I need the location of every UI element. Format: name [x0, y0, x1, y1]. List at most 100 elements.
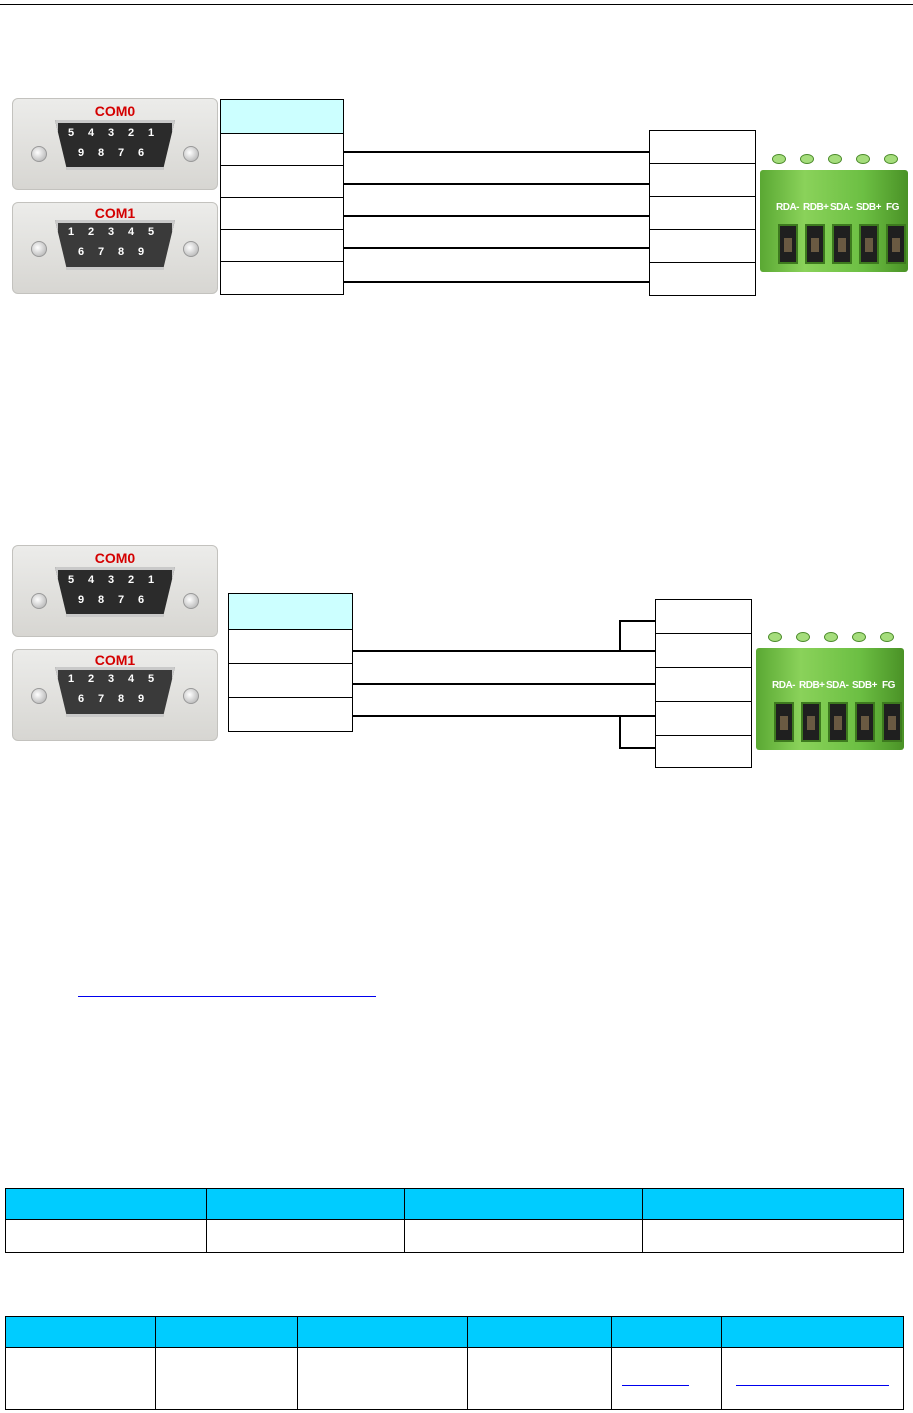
terminal-label: SDA-	[826, 680, 849, 691]
pin-number: 2	[127, 127, 135, 139]
table-header-cell	[467, 1316, 612, 1348]
screw-icon	[183, 146, 199, 162]
table-header-cell	[5, 1188, 207, 1220]
download-link[interactable]	[736, 1371, 889, 1386]
top-rule	[0, 4, 913, 5]
table-cell	[5, 1219, 207, 1253]
pin-cell	[220, 261, 344, 295]
pin-cell	[228, 697, 353, 732]
terminal-label: FG	[886, 202, 899, 213]
table-cell	[5, 1347, 156, 1410]
jumper-wire	[619, 620, 655, 622]
pin-number: 3	[107, 226, 115, 238]
pin-number: 2	[87, 226, 95, 238]
wire	[344, 281, 649, 283]
table-cell	[404, 1219, 643, 1253]
table-header-cell	[297, 1316, 468, 1348]
pin-number: 5	[67, 574, 75, 586]
terminal-pin-cell	[649, 196, 756, 230]
pin-cell	[220, 133, 344, 166]
download-link[interactable]	[622, 1371, 689, 1386]
table-header-cell	[206, 1188, 405, 1220]
pin-cell	[220, 197, 344, 230]
pin-header-cell	[228, 593, 353, 630]
table-row	[5, 1219, 904, 1253]
pin-cell	[228, 663, 353, 698]
pin-number: 3	[107, 574, 115, 586]
pin-number: 6	[137, 594, 145, 606]
pin-number: 6	[137, 147, 145, 159]
table-header-cell	[404, 1188, 643, 1220]
terminal-label: SDB+	[852, 680, 877, 691]
document-link[interactable]	[78, 980, 376, 997]
pin-number: 8	[97, 594, 105, 606]
terminal-pin-cell	[655, 667, 752, 702]
screw-icon	[183, 593, 199, 609]
terminal-pin-cell	[655, 701, 752, 736]
pin-number: 4	[87, 574, 95, 586]
jumper-wire	[619, 620, 621, 651]
pin-number: 7	[117, 594, 125, 606]
com1-male-port: 1 2 3 4 5 6 7 8 9	[55, 220, 175, 270]
terminal-pin-cell	[655, 599, 752, 634]
com0-female-port: 5 4 3 2 1 9 8 7 6	[55, 120, 175, 170]
pin-number: 2	[127, 574, 135, 586]
pin-number: 9	[137, 246, 145, 258]
pin-number: 2	[87, 673, 95, 685]
pin-number: 1	[147, 127, 155, 139]
jumper-wire	[619, 747, 655, 749]
table-header-cell	[721, 1316, 904, 1348]
pin-number: 4	[127, 226, 135, 238]
terminal-pin-cell	[649, 262, 756, 296]
com0-female-port: 5 4 3 2 1 9 8 7 6	[55, 567, 175, 617]
pin-cell	[220, 165, 344, 198]
pin-number: 4	[127, 673, 135, 685]
pin-number: 3	[107, 673, 115, 685]
pin-number: 8	[97, 147, 105, 159]
screw-icon	[183, 688, 199, 704]
screw-icon	[31, 688, 47, 704]
wire	[353, 650, 655, 652]
table-cell	[297, 1347, 468, 1410]
terminal-label: RDB+	[799, 680, 825, 691]
wire	[344, 247, 649, 249]
pin-number: 5	[147, 226, 155, 238]
pin-number: 7	[117, 147, 125, 159]
wire	[353, 683, 655, 685]
db9-connector-panel: COM0 5 4 3 2 1 9 8 7 6 COM1 1 2 3 4 5 6 …	[12, 98, 218, 298]
com1-male-port: 1 2 3 4 5 6 7 8 9	[55, 667, 175, 717]
table-cell	[155, 1347, 298, 1410]
pin-number: 3	[107, 127, 115, 139]
pin-cell	[228, 629, 353, 664]
pin-number: 1	[147, 574, 155, 586]
terminal-block: RDA- RDB+ SDA- SDB+ FG	[756, 628, 904, 750]
table-cell	[467, 1347, 612, 1410]
screw-icon	[31, 241, 47, 257]
terminal-block: RDA- RDB+ SDA- SDB+ FG	[760, 150, 908, 272]
pin-number: 9	[137, 693, 145, 705]
terminal-pin-cell	[649, 130, 756, 164]
pin-number: 4	[87, 127, 95, 139]
table-header-cell	[611, 1316, 722, 1348]
table-cell	[721, 1347, 904, 1410]
table-header-row	[5, 1188, 904, 1220]
terminal-label: RDA-	[776, 202, 800, 213]
com0-label: COM0	[94, 103, 136, 119]
pin-number: 9	[77, 594, 85, 606]
com1-label: COM1	[94, 652, 136, 668]
com0-label: COM0	[94, 550, 136, 566]
table-header-cell	[155, 1316, 298, 1348]
pin-number: 6	[77, 693, 85, 705]
pin-number: 8	[117, 246, 125, 258]
table-cell	[642, 1219, 904, 1253]
wire	[353, 715, 655, 717]
terminal-label: SDA-	[830, 202, 853, 213]
screw-icon	[183, 241, 199, 257]
terminal-label: RDB+	[803, 202, 829, 213]
pin-number: 7	[97, 246, 105, 258]
db9-connector-panel: COM0 5 4 3 2 1 9 8 7 6 COM1 1 2 3 4 5 6 …	[12, 545, 218, 745]
terminal-pin-cell	[655, 633, 752, 668]
pin-number: 7	[97, 693, 105, 705]
terminal-label: FG	[882, 680, 895, 691]
table-row	[5, 1347, 904, 1410]
